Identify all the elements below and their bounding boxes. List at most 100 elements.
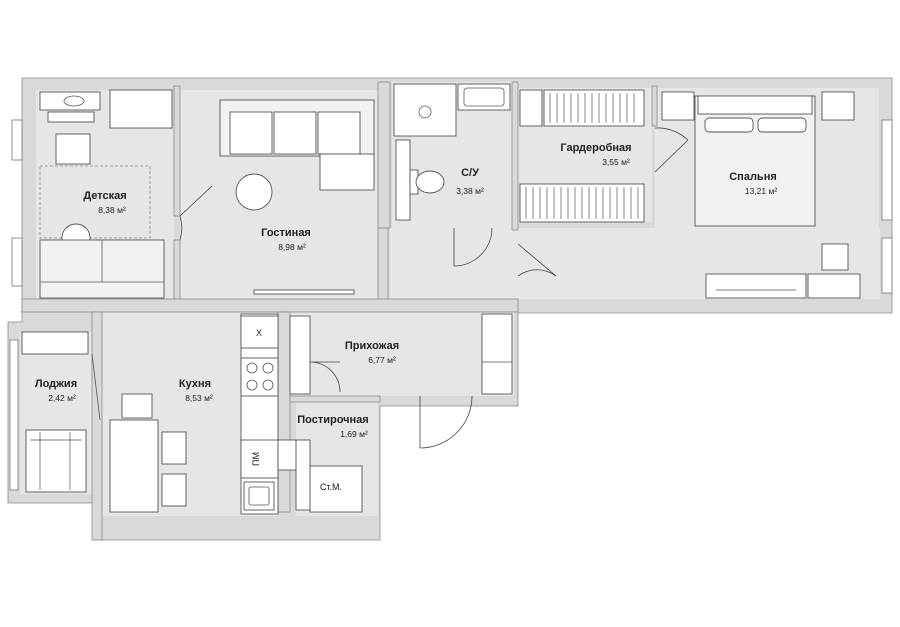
washer-label: Ст.М. [320,482,342,492]
pillow [757,117,807,133]
room-area: 8,98 м² [278,242,306,252]
bathroom-cabinet [395,139,411,221]
wall-segment [289,395,381,403]
room-area: 3,55 м² [602,157,630,167]
hangers-top [549,93,635,123]
bed-headboard [697,95,813,115]
sink-basin [463,87,505,107]
toilet-bowl-icon [415,170,445,194]
door-icon [309,361,341,393]
room-area: 2,42 м² [48,393,76,403]
coffee-table-icon [235,173,273,211]
burner-icon [262,379,274,391]
door-icon [654,127,689,173]
room-name: Спальня [729,171,777,183]
dishwasher [240,439,279,479]
room-name: Гостиная [261,227,311,239]
stove [240,357,279,397]
kukhnya-furniture [109,313,301,515]
room-area: 1,69 м² [340,429,368,439]
desk [47,111,95,123]
sofa-chaise [319,153,375,191]
burner-icon [246,362,258,374]
room-area: 6,77 м² [368,355,396,365]
garderobnaya-furniture [519,89,689,223]
room-area: 13,21 м² [745,186,777,196]
nightstand [661,91,695,121]
door-icon [179,185,213,241]
drying-rack [25,429,87,493]
shower-drain-icon [418,105,432,119]
dresser [705,273,807,299]
room-labels: Детская 8,38 м² Гостиная 8,98 м² С/У 3,3… [35,142,777,439]
lodzhiya-furniture [21,331,101,493]
hood-label: X [256,328,262,338]
window [9,339,19,491]
room-area: 8,53 м² [185,393,213,403]
pillow [704,117,754,133]
desk-chair [55,133,91,165]
room-name: Постирочная [297,414,368,426]
postirochnaya-furniture [295,439,363,513]
tv-stand [253,289,355,295]
bookshelf [109,89,173,129]
sink-basin [248,486,270,506]
sofa-cushion [273,111,317,155]
wall-segment [21,298,519,313]
room-name: Лоджия [35,378,77,390]
gostinaya-furniture [109,89,375,295]
wall-segment [511,81,519,231]
room-name: Кухня [179,378,211,390]
window [11,119,23,161]
room-name: С/У [461,167,479,179]
kitchen-sink [243,481,275,511]
bathroom-fixtures [393,83,511,267]
room-area: 8,38 м² [98,205,126,215]
burner-icon [262,362,274,374]
door-icon [453,227,493,267]
laundry-shelf [295,439,311,511]
wall-segment [173,239,181,301]
wall-segment [377,227,389,301]
nightstand [821,91,855,121]
entrance-door-icon [419,395,473,449]
range-hood [240,315,279,349]
room-name: Прихожая [345,340,399,352]
wall-segment [91,311,103,541]
chair [161,473,187,507]
washing-machine [309,465,363,513]
wall-segment [277,311,291,513]
window [881,237,893,294]
dishwasher-label: ПМ [251,452,261,466]
lodzhiya-bench [21,331,89,355]
sofa-cushion [317,111,361,155]
spalnya-furniture [517,91,861,299]
room-name: Детская [83,190,126,202]
wall-segment [377,81,391,229]
chair [161,431,187,465]
room-prikhozhaya [290,312,514,396]
round-stool-icon [63,95,85,107]
side-cabinet [807,273,861,299]
windows [9,119,893,491]
shower [393,83,457,137]
shoe-cabinet [289,315,311,395]
hallway-wardrobe [481,313,513,395]
wall-segment [651,85,658,127]
bed [694,95,816,227]
burner-icon [246,379,258,391]
window [11,237,23,287]
prikhozhaya-furniture [289,313,513,449]
rocking-chair [39,91,101,111]
sofa-cushion [229,111,273,155]
room-area: 3,38 м² [456,186,484,196]
closet-rail-top [543,89,645,127]
room-name: Гардеробная [560,142,631,154]
chair [121,393,153,419]
dining-table [109,419,159,513]
side-shelf [519,89,543,127]
wall-segment [173,85,181,217]
armchair [821,243,849,271]
appliance-labels: X ПМ Ст.М. [251,328,342,492]
